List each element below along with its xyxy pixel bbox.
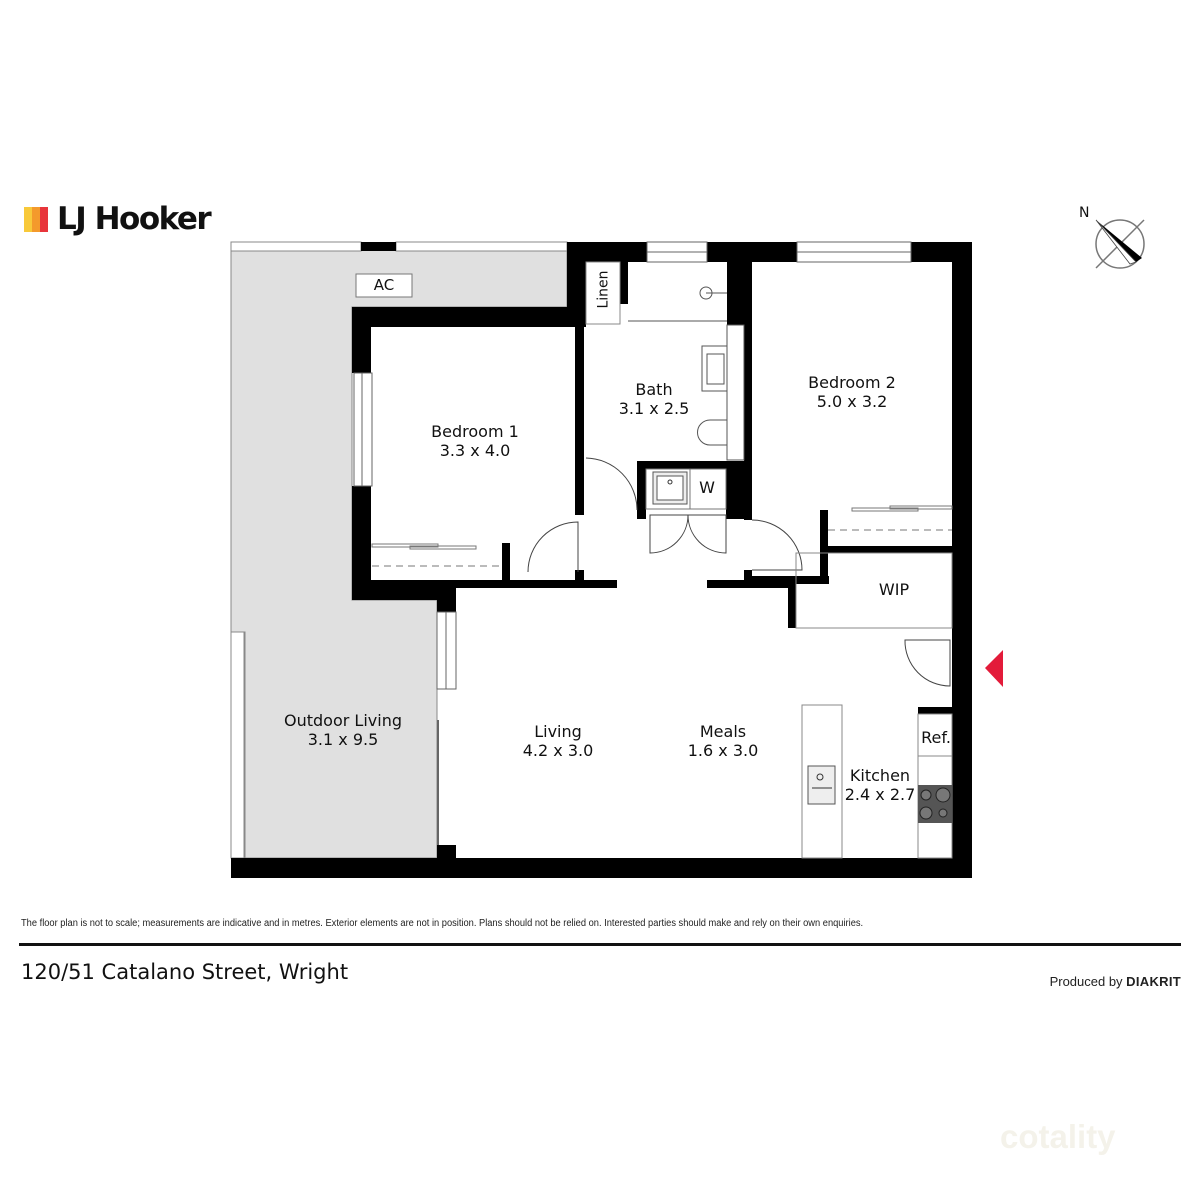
kitchen-fixtures: [801, 704, 953, 859]
producer-brand: DIAKRIT: [1126, 974, 1181, 989]
walk-in-pantry: [795, 552, 953, 629]
divider: [19, 943, 1181, 946]
lj-hooker-logo: LJ Hooker: [24, 201, 212, 237]
linen-closet: [585, 261, 621, 325]
room-size: 1.6 x 3.0: [687, 741, 759, 760]
walls: [231, 242, 972, 878]
kitchen-label: Kitchen 2.4 x 2.7: [845, 766, 916, 804]
windows: [353, 241, 912, 845]
brand-bars-icon: [24, 206, 48, 232]
room-name: Living: [534, 722, 582, 741]
wardrobes: [371, 505, 953, 567]
room-size: 3.1 x 9.5: [307, 730, 379, 749]
fridge-label: Ref.: [921, 728, 951, 747]
disclaimer: The floor plan is not to scale; measurem…: [21, 918, 864, 929]
bedroom1-label: Bedroom 1 3.3 x 4.0: [431, 422, 519, 460]
property-address: 120/51 Catalano Street, Wright: [21, 960, 349, 984]
produced-by: Produced by DIAKRIT: [1050, 974, 1181, 989]
ac-unit: [355, 273, 413, 298]
outdoor-living-label: Outdoor Living 3.1 x 9.5: [284, 711, 402, 749]
brand-name: LJ Hooker: [57, 201, 212, 237]
north-label: N: [1079, 205, 1089, 221]
outdoor-living-area: [230, 241, 568, 859]
entry-arrow-icon: [985, 650, 1003, 687]
room-name: Bedroom 2: [808, 373, 896, 392]
room-name: Bath: [635, 380, 673, 399]
meals-label: Meals 1.6 x 3.0: [688, 722, 759, 760]
ac-label: AC: [373, 276, 395, 294]
wip-label: WIP: [878, 580, 910, 599]
laundry-label: W: [699, 478, 715, 497]
cotality-watermark: cotality: [1000, 1118, 1116, 1155]
living-label: Living 4.2 x 3.0: [523, 722, 594, 760]
bath-label: Bath 3.1 x 2.5: [619, 380, 690, 418]
room-name: Bedroom 1: [431, 422, 519, 441]
produced-prefix: Produced by: [1049, 974, 1127, 989]
doors: [527, 457, 951, 687]
room-name: Outdoor Living: [284, 711, 402, 730]
room-name: Meals: [699, 722, 747, 741]
linen-label: Linen: [595, 270, 612, 309]
north-compass-icon: N: [1079, 205, 1145, 269]
room-size: 4.2 x 3.0: [522, 741, 594, 760]
bath-fixtures: [628, 286, 745, 461]
room-size: 5.0 x 3.2: [816, 392, 888, 411]
room-size: 3.1 x 2.5: [618, 399, 690, 418]
bedroom2-label: Bedroom 2 5.0 x 3.2: [808, 373, 896, 411]
room-name: Kitchen: [849, 766, 911, 785]
laundry: [645, 468, 727, 510]
room-size: 2.4 x 2.7: [844, 785, 916, 804]
room-size: 3.3 x 4.0: [439, 441, 511, 460]
